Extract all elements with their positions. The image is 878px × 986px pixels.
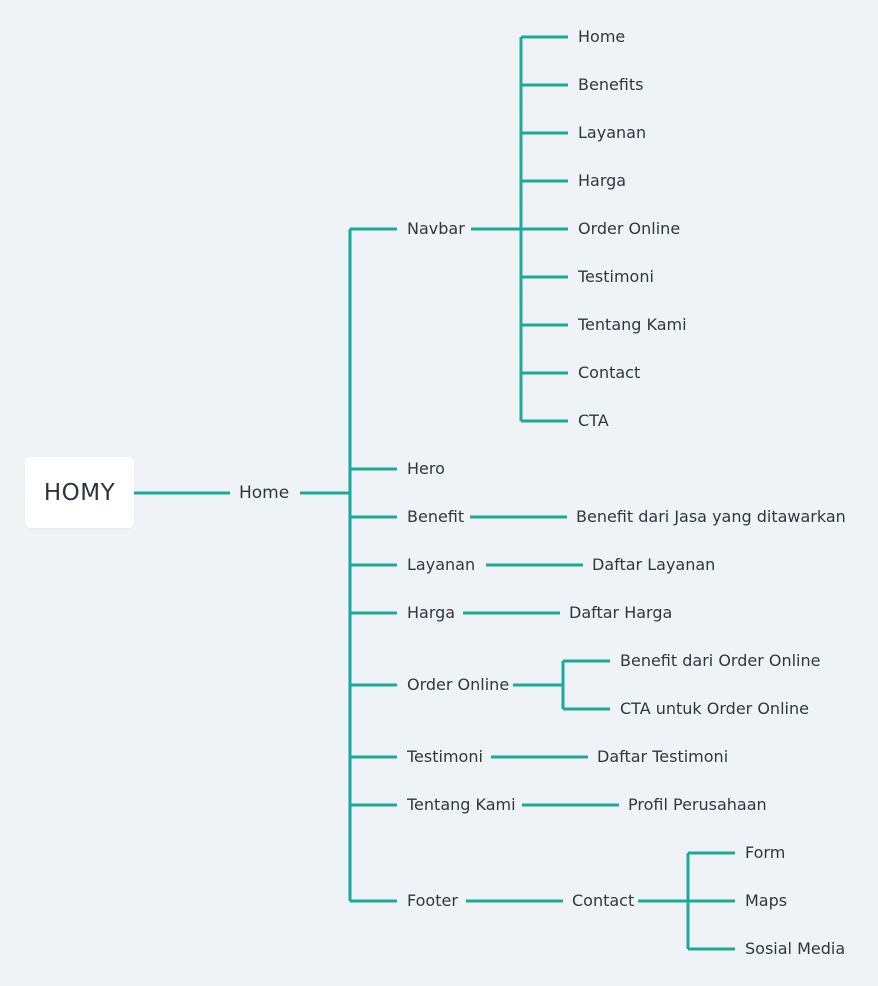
node-home: Home [239, 483, 290, 503]
node-order-online: Order Online [407, 675, 510, 694]
node-testimoni: Testimoni [407, 747, 483, 766]
node-order-cta: CTA untuk Order Online [620, 699, 809, 718]
node-nav-harga: Harga [578, 171, 627, 190]
node-tentang-kami-child: Profil Perusahaan [628, 795, 767, 814]
node-nav-order-online: Order Online [578, 219, 681, 238]
node-nav-benefits: Benefits [578, 75, 644, 94]
node-layanan: Layanan [407, 555, 476, 574]
node-benefit-child: Benefit dari Jasa yang ditawarkan [576, 507, 846, 526]
node-contact-sosial-media: Sosial Media [745, 939, 846, 958]
node-contact-form: Form [745, 843, 786, 862]
node-tentang-kami: Tentang Kami [407, 795, 516, 814]
node-nav-testimoni: Testimoni [578, 267, 654, 286]
node-hero: Hero [407, 459, 445, 478]
node-testimoni-child: Daftar Testimoni [597, 747, 729, 766]
node-nav-tentang-kami: Tentang Kami [578, 315, 687, 334]
node-navbar: Navbar [407, 219, 465, 238]
node-nav-layanan: Layanan [578, 123, 647, 142]
node-footer: Footer [407, 891, 458, 910]
node-nav-cta: CTA [578, 411, 609, 430]
node-nav-home: Home [578, 27, 626, 46]
node-harga-child: Daftar Harga [569, 603, 673, 622]
node-harga: Harga [407, 603, 456, 622]
node-layanan-child: Daftar Layanan [592, 555, 716, 574]
root-node: HOMY [25, 457, 134, 528]
node-benefit: Benefit [407, 507, 465, 526]
node-footer-contact: Contact [572, 891, 635, 910]
node-nav-contact: Contact [578, 363, 641, 382]
node-order-benefit: Benefit dari Order Online [620, 651, 821, 670]
root-label: HOMY [43, 479, 116, 506]
node-contact-maps: Maps [745, 891, 788, 910]
